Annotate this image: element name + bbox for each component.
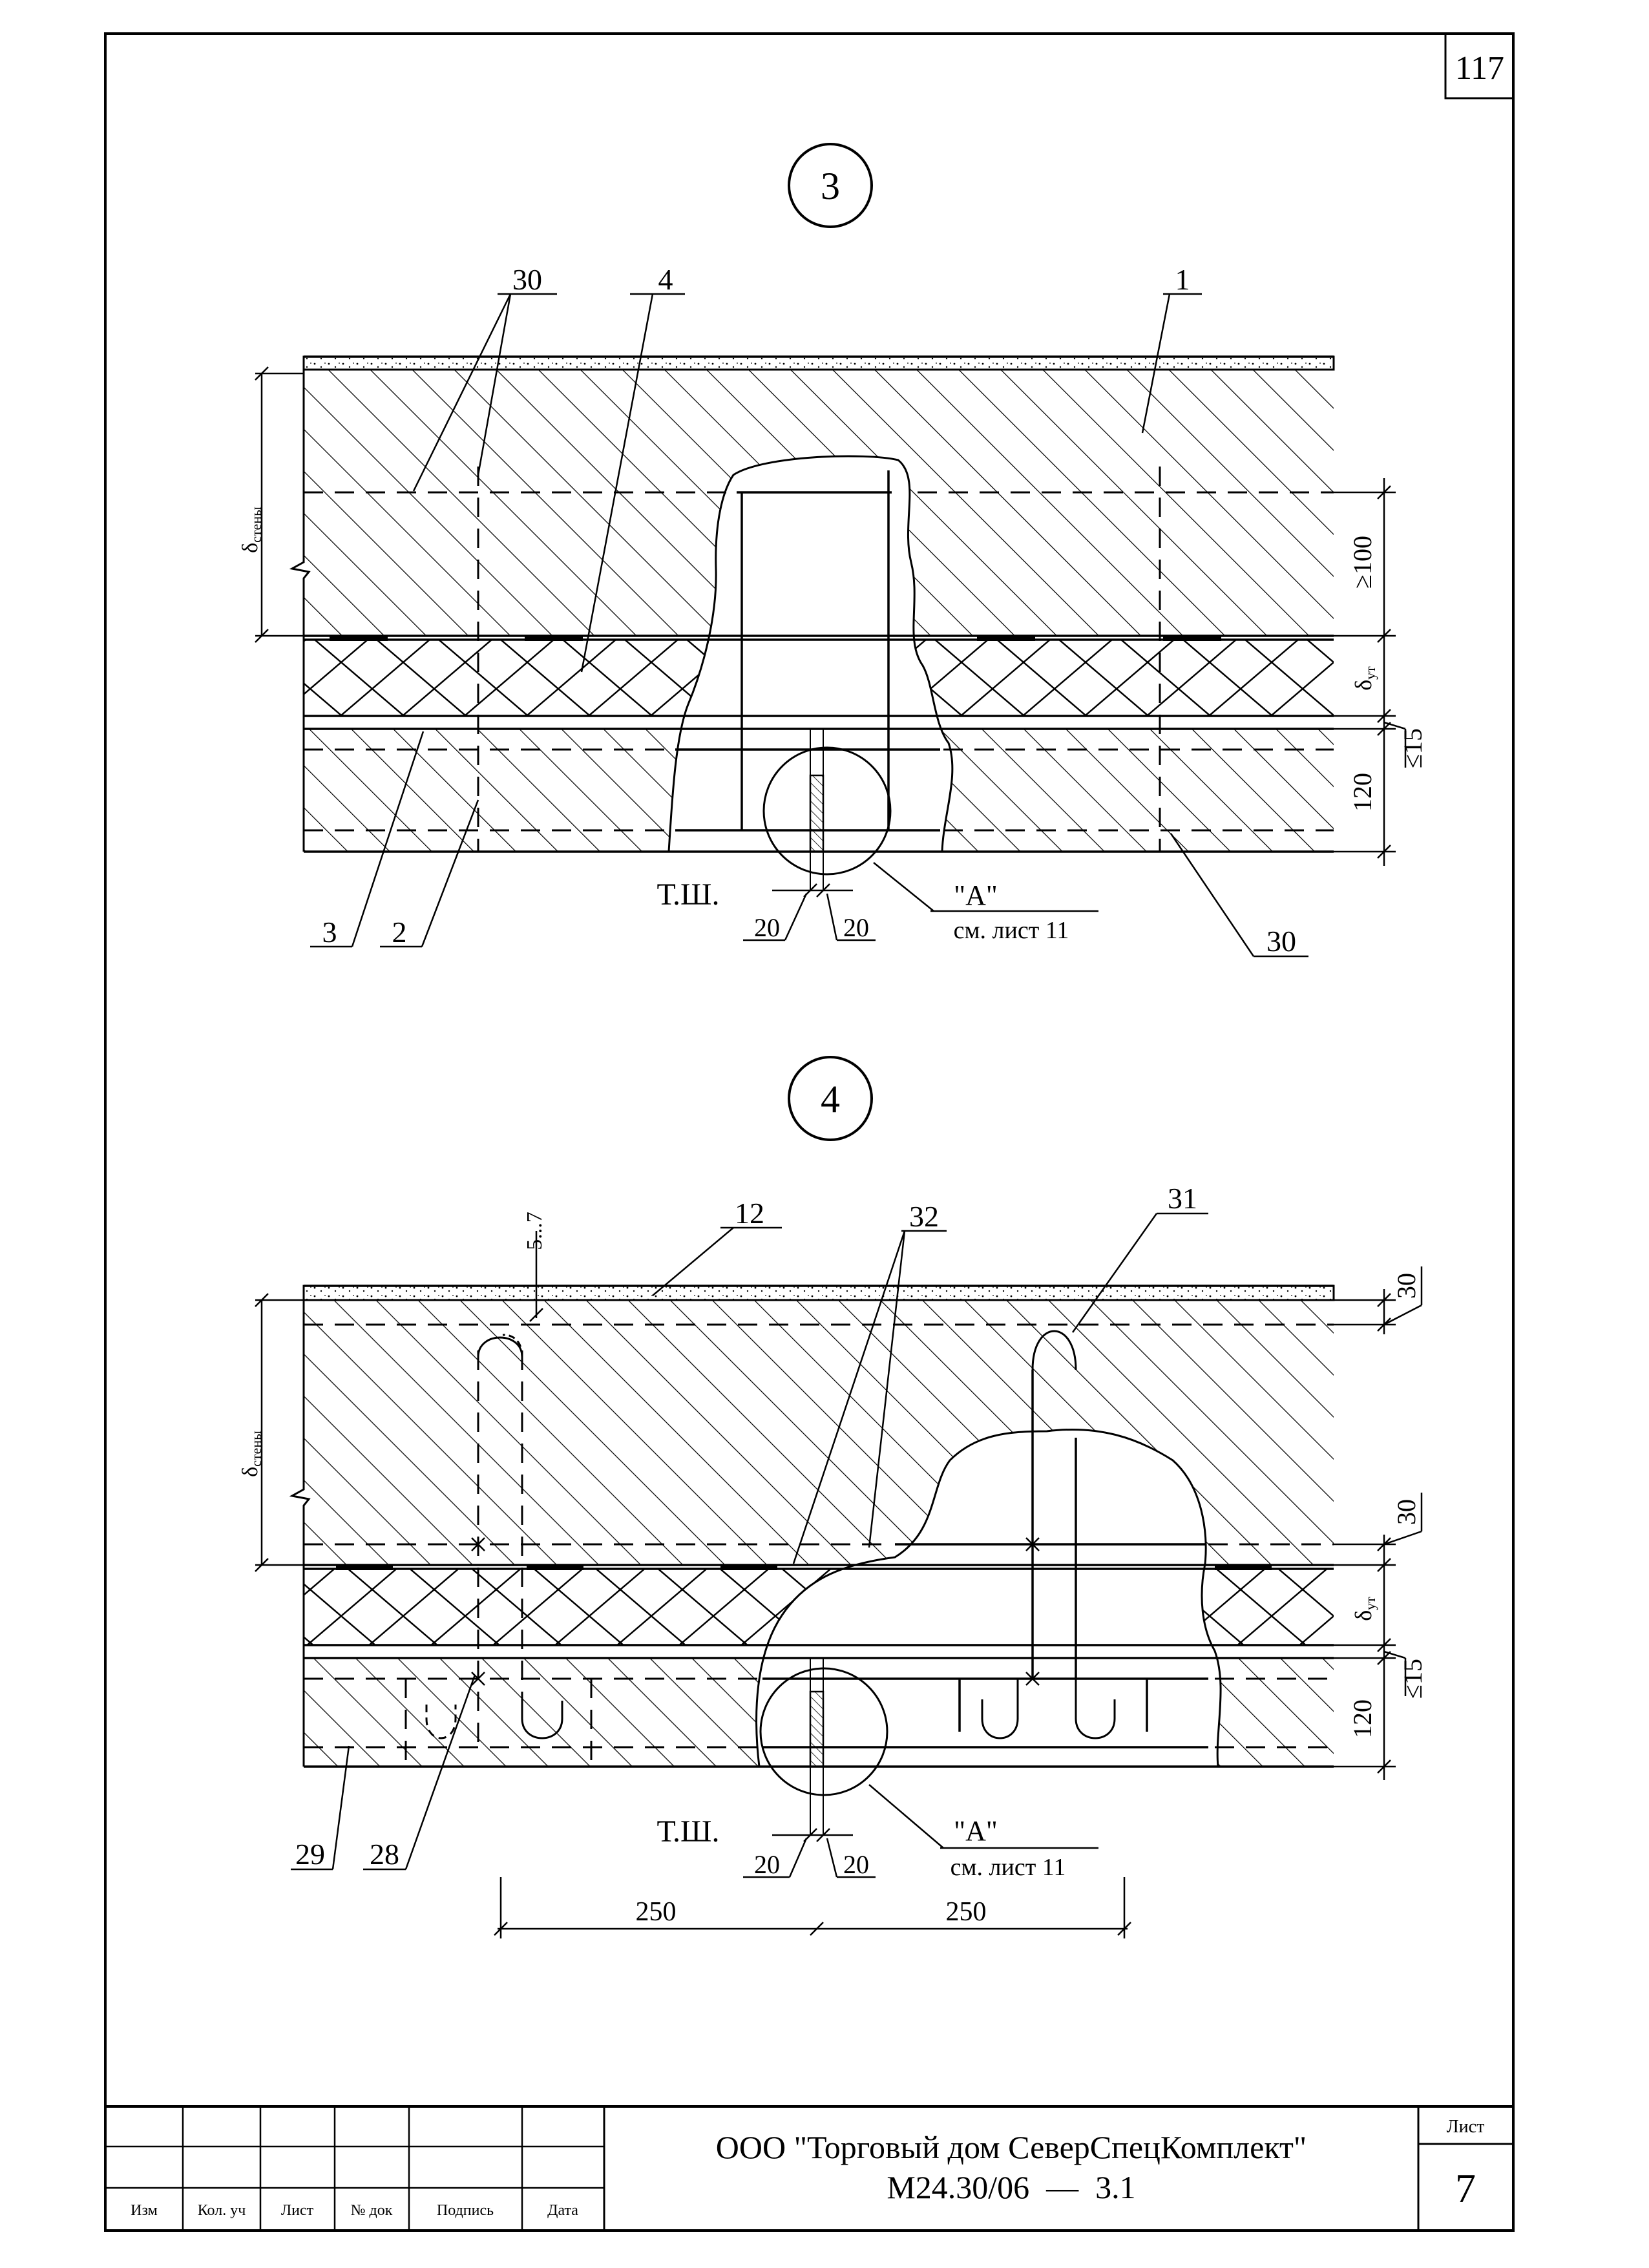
detail-4-number: 4 <box>821 1078 840 1120</box>
seam-detail-circle-4 <box>759 1667 888 1796</box>
stamp-header-sheet: Лист <box>281 2202 314 2219</box>
callout-31: 31 <box>1168 1182 1197 1215</box>
detail-3-number: 3 <box>821 165 840 207</box>
dim-120-3: 120 <box>1348 773 1377 812</box>
callout-2: 2 <box>392 916 407 949</box>
page-label: Лист <box>1447 2117 1485 2137</box>
reinforcement-dashed-3 <box>304 467 1334 852</box>
dim-5-7: 5...7 <box>523 1212 547 1250</box>
stamp-header-count: Кол. уч <box>198 2202 246 2219</box>
detail-ref-label-4: "А" <box>954 1815 998 1847</box>
seam-filler-3 <box>809 774 824 853</box>
span-dim-right: 250 <box>946 1897 987 1927</box>
detail-3-marker <box>788 143 873 228</box>
detail-4-marker <box>788 1056 873 1141</box>
callout-12: 12 <box>735 1197 764 1230</box>
mastic-pads-3 <box>330 635 1221 641</box>
cutaway-opening-4 <box>755 1428 1222 1768</box>
detail-ref-sheet-3: см. лист 11 <box>954 917 1069 944</box>
stamp-header-change: Изм <box>131 2202 158 2219</box>
callout-30-bottom: 30 <box>1266 925 1296 958</box>
corner-sheet-number: 117 <box>1455 50 1504 87</box>
callout-29: 29 <box>295 1838 325 1871</box>
detail-3: 3 <box>238 143 1427 958</box>
plaster-layer-12 <box>302 1285 1335 1301</box>
mastic-pads-4 <box>336 1564 1272 1570</box>
dim-min-100: ≥100 <box>1348 536 1377 589</box>
detail-ref-sheet-4: см. лист 11 <box>951 1854 1066 1881</box>
span-dims-4 <box>494 1877 1131 1938</box>
dim-insulation-4: δут <box>1350 1597 1378 1621</box>
seam-dim-right-4: 20 <box>843 1850 869 1879</box>
rebar-crossings-4 <box>471 1537 1040 1686</box>
seam-detail-circle-3 <box>762 746 892 876</box>
dim-120-4: 120 <box>1348 1699 1377 1738</box>
reinforcement-dashed-4 <box>304 1323 1334 1767</box>
dim-30-mid: 30 <box>1392 1499 1421 1525</box>
cutaway-opening <box>667 455 954 853</box>
document-code: М24.30/06—3.1 <box>887 2169 1135 2205</box>
detail-4: 4 <box>238 1056 1427 1938</box>
callout-leaders-3 <box>310 293 1308 958</box>
seam-label-3: Т.Ш. <box>657 877 720 912</box>
callout-3: 3 <box>322 916 337 949</box>
callout-28: 28 <box>370 1838 399 1871</box>
company-name: ООО "Торговый дом СеверСпецКомплект" <box>716 2129 1307 2165</box>
sheet-frame: 117 <box>104 32 1515 2232</box>
reinforcement-solid-4 <box>762 1370 1208 1748</box>
seam-label-4: Т.Ш. <box>657 1814 720 1849</box>
wall-thickness-label-4: δстены <box>238 1431 264 1477</box>
dim-insulation-3: δут <box>1350 666 1378 691</box>
page-number: 7 <box>1455 2165 1476 2211</box>
reinforcement-solid-3 <box>675 470 940 832</box>
seam-dim-right-3: 20 <box>843 913 869 942</box>
dim-max-15-4: ≤15 <box>1398 1659 1427 1699</box>
detail-ref-label-3: "А" <box>954 879 998 911</box>
wall-thickness-dim-4 <box>255 1293 304 1572</box>
stamp-header-docnum: № док <box>351 2202 393 2219</box>
right-dims-3 <box>1334 478 1407 866</box>
seam-dims-4 <box>743 1784 1098 1878</box>
callout-1: 1 <box>1175 263 1190 296</box>
seam-dims-3 <box>743 862 1098 941</box>
right-dims-4 <box>1334 1266 1423 1780</box>
dim-max-15-3: ≤15 <box>1398 728 1427 768</box>
callout-32: 32 <box>909 1200 939 1233</box>
seam-filler-4 <box>809 1690 824 1768</box>
seam-dim-left-4: 20 <box>754 1850 780 1879</box>
seam-dim-left-3: 20 <box>754 913 780 942</box>
stamp-headers: Изм Кол. уч Лист № док Подпись Дата <box>131 2202 578 2219</box>
wall-thickness-label-3: δстены <box>238 507 264 553</box>
dim-30-top: 30 <box>1392 1273 1421 1299</box>
stamp-header-date: Дата <box>547 2202 578 2219</box>
span-dim-left: 250 <box>636 1897 677 1927</box>
stamp-header-signature: Подпись <box>437 2202 494 2219</box>
callout-30-top: 30 <box>512 263 542 296</box>
callout-leaders-4 <box>291 1212 1208 1871</box>
title-block <box>105 2105 1513 2231</box>
loop-anchors-4 <box>425 1330 1116 1739</box>
wall-thickness-dim-3 <box>255 366 304 643</box>
callout-4: 4 <box>658 263 673 296</box>
plaster-layer <box>302 355 1335 371</box>
